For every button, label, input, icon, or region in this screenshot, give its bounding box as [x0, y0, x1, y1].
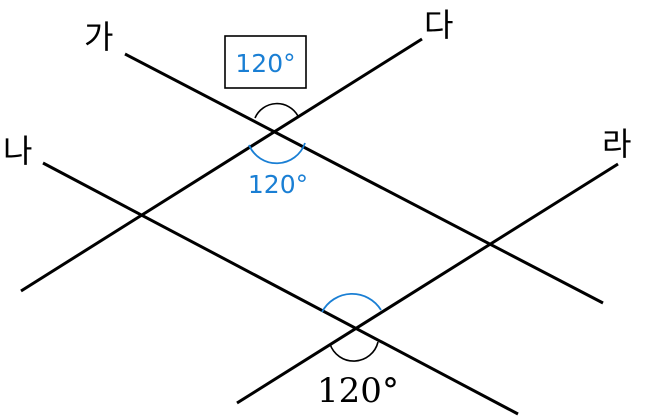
lower-below-angle-label: 120°	[317, 371, 399, 411]
upper-top-angle-arc	[254, 102, 299, 119]
line-na	[42, 161, 519, 416]
lower-bottom-angle-arc	[329, 341, 379, 362]
line-ga-label: 가	[84, 18, 113, 56]
line-da	[20, 37, 423, 293]
line-ga	[124, 52, 604, 305]
boxed-angle-label: 120°	[235, 49, 295, 78]
line-da-label: 다	[424, 6, 453, 44]
line-na-label: 나	[3, 132, 32, 170]
lower-top-angle-arc	[321, 292, 382, 313]
upper-below-angle-label: 120°	[248, 170, 308, 199]
upper-bottom-angle-arc	[248, 142, 306, 165]
line-ra-label: 라	[602, 125, 631, 163]
answer-box	[224, 35, 307, 89]
line-ra	[236, 162, 619, 405]
